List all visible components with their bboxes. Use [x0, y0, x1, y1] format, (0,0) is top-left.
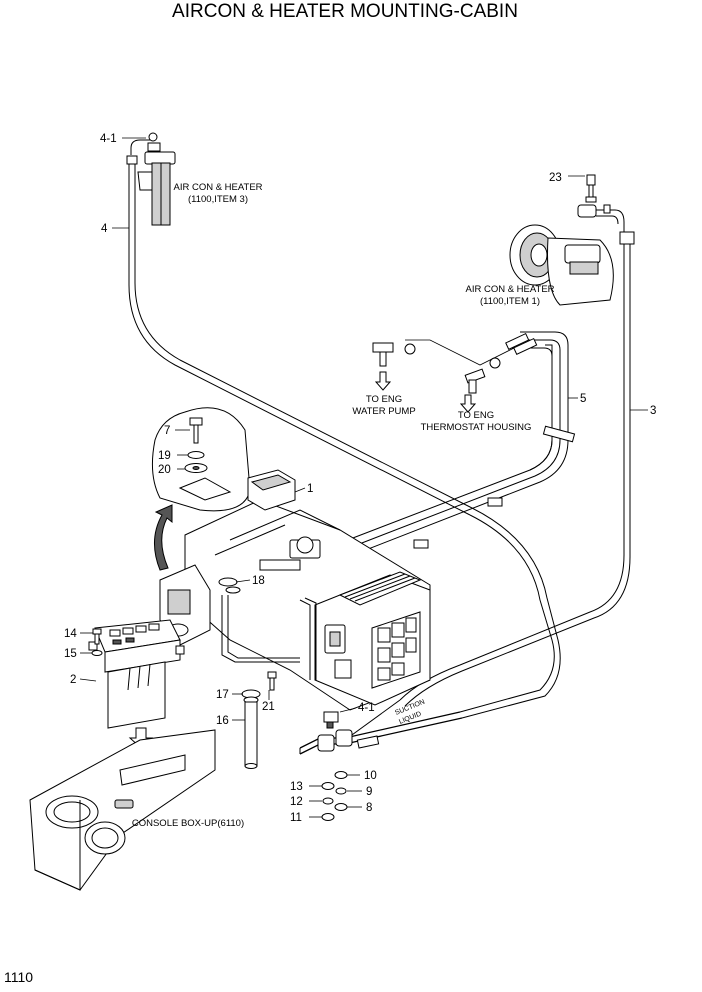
screw-14	[92, 628, 102, 645]
heater-unit	[159, 469, 431, 729]
evaporator-fins	[344, 573, 416, 602]
hose-4	[128, 160, 561, 719]
control-panel-buttons	[109, 623, 160, 645]
hose-3	[399, 238, 631, 707]
drain-hose	[241, 689, 261, 769]
heater-fittings	[372, 332, 538, 394]
thermostat-arrow	[459, 394, 477, 413]
thermostat-label-line1: TO ENG	[458, 410, 494, 421]
callout-2: 2	[70, 674, 76, 686]
leader-lines	[79, 137, 648, 818]
callout-8: 8	[366, 802, 372, 814]
callout-20: 20	[158, 464, 171, 476]
callout-19: 19	[158, 450, 171, 462]
compressor-reference-line1: AIR CON & HEATER	[465, 284, 554, 295]
evaporator-grille	[377, 617, 417, 681]
water-pump-label-line2: WATER PUMP	[352, 406, 415, 417]
receiver-drier	[126, 132, 176, 226]
hose-clamps	[413, 425, 576, 549]
detail-bubble	[151, 407, 251, 512]
callout-7: 7	[164, 425, 170, 437]
hose-5	[331, 331, 569, 561]
callout-10: 10	[364, 770, 377, 782]
thermostat-label-line2: THERMOSTAT HOUSING	[421, 422, 532, 433]
drier-reference-line1: AIR CON & HEATER	[173, 182, 262, 193]
orings-nuts	[321, 771, 348, 821]
callout-4-1-mid: 4-1	[358, 702, 375, 714]
compressor	[509, 174, 635, 306]
water-pump-label-line1: TO ENG	[366, 394, 402, 405]
callout-4: 4	[101, 223, 108, 235]
callout-21: 21	[262, 701, 275, 713]
callout-13: 13	[290, 781, 303, 793]
console-reference: CONSOLE BOX-UP(6110)	[132, 818, 244, 829]
callout-11: 11	[290, 812, 302, 824]
screw-21	[267, 671, 277, 691]
callout-5: 5	[580, 393, 586, 405]
compressor-reference-line2: (1100,ITEM 1)	[480, 296, 540, 307]
callout-9: 9	[366, 786, 372, 798]
callout-4-1-top: 4-1	[100, 133, 117, 145]
drier-reference-line2: (1100,ITEM 3)	[188, 194, 248, 205]
console-box	[29, 729, 216, 891]
control-panel	[88, 619, 185, 729]
callout-3: 3	[650, 405, 656, 417]
callout-12: 12	[290, 796, 303, 808]
water-pump-arrow	[374, 371, 392, 391]
callout-14: 14	[64, 628, 77, 640]
page-number: 1110	[4, 969, 33, 985]
callout-18: 18	[252, 575, 265, 587]
callout-1: 1	[307, 483, 313, 495]
washer-15	[91, 650, 103, 656]
detail-arrow	[154, 504, 173, 571]
callout-16: 16	[216, 715, 229, 727]
pipe-assembly	[299, 699, 463, 755]
callout-23: 23	[549, 172, 562, 184]
page-title: AIRCON & HEATER MOUNTING-CABIN	[172, 1, 518, 22]
callout-15: 15	[64, 648, 77, 660]
callout-17: 17	[216, 689, 229, 701]
